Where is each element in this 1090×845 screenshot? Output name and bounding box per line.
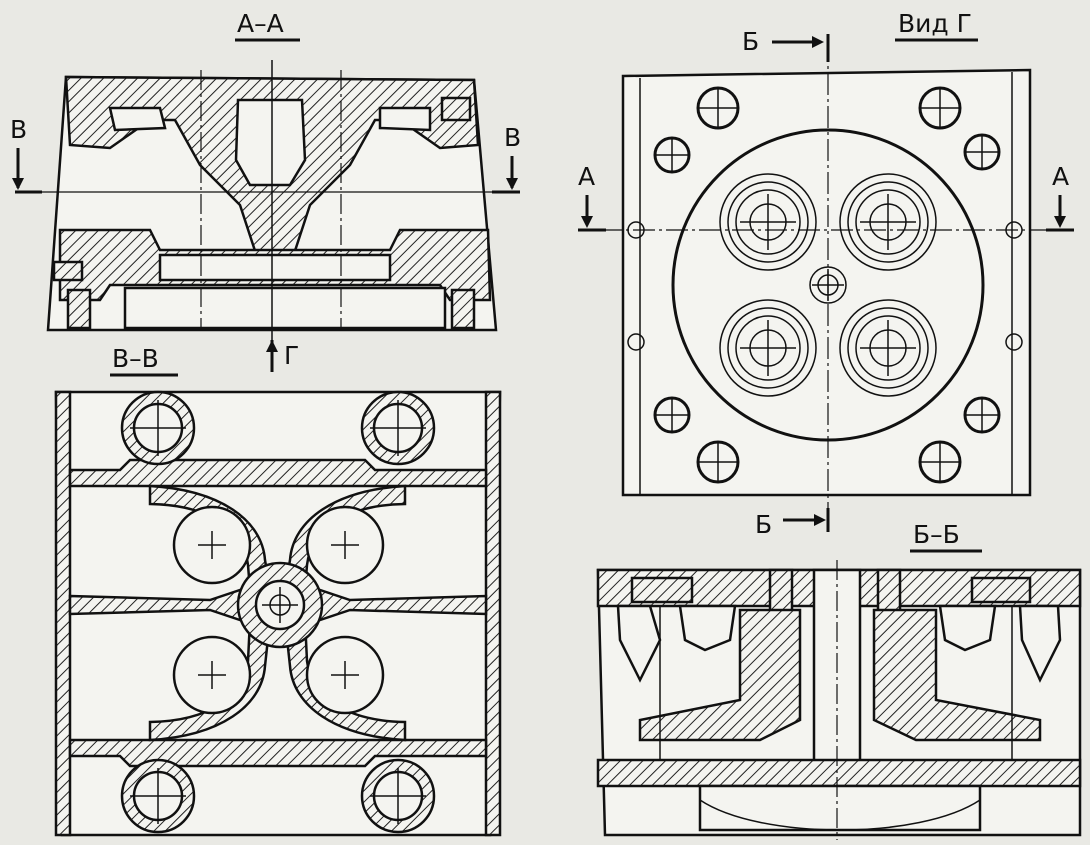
right-wall [484, 390, 502, 837]
section-bb-view: Б–Б [596, 520, 1082, 840]
left-wall [54, 390, 72, 837]
cavity-left [108, 106, 167, 132]
arrow-head [814, 514, 826, 526]
plug-top-right [440, 96, 472, 122]
piston-crown [699, 799, 981, 831]
section-bb-title: Б–Б [913, 520, 960, 549]
arrow-head [581, 216, 593, 228]
cut-label-a-right: А [1052, 162, 1069, 191]
plug-section [970, 576, 1032, 604]
cut-label-v-left: В [10, 115, 27, 144]
center-marks [130, 400, 426, 824]
arrow-head [812, 36, 824, 48]
view-g-title: Вид Г [898, 9, 972, 38]
cut-label-b-bottom: Б [755, 510, 772, 539]
arrow-head [12, 178, 24, 190]
arrow-head [266, 340, 278, 352]
web-left [638, 608, 802, 742]
stud-right [450, 288, 476, 330]
cavity [1018, 604, 1062, 683]
view-g: Вид Г Б [578, 9, 1074, 539]
section-aa-view: А–А В В Г [10, 9, 521, 372]
cavity [616, 604, 662, 683]
cut-label-a-left: А [578, 162, 595, 191]
arrow-head [506, 178, 518, 190]
piston-recess [698, 784, 982, 832]
rib-bottom [68, 738, 488, 768]
section-aa-base-opening [123, 286, 447, 330]
rib-top [68, 458, 488, 488]
bolt-section [876, 568, 902, 614]
plug-left [52, 260, 84, 282]
fire-deck [596, 758, 1082, 788]
section-aa-title: А–А [237, 9, 284, 38]
web-right [872, 608, 1042, 742]
cavity-right [378, 106, 432, 132]
cut-label-v-right: В [504, 123, 521, 152]
plug-section [630, 576, 694, 604]
view-g-outline [621, 68, 1032, 497]
cavity-center [234, 98, 307, 187]
section-vv-title: В–В [112, 344, 159, 373]
cavity [678, 604, 737, 652]
view-arrow-label: Г [284, 341, 299, 370]
cavity [938, 604, 997, 652]
section-vv-view: В–В [54, 344, 502, 837]
view-g-crosses [655, 88, 999, 482]
stud-left [66, 288, 92, 330]
arrow-head [1054, 216, 1066, 228]
bolt-section [768, 568, 794, 614]
section-aa-channel [158, 253, 392, 282]
cut-label-b-top: Б [742, 27, 759, 56]
